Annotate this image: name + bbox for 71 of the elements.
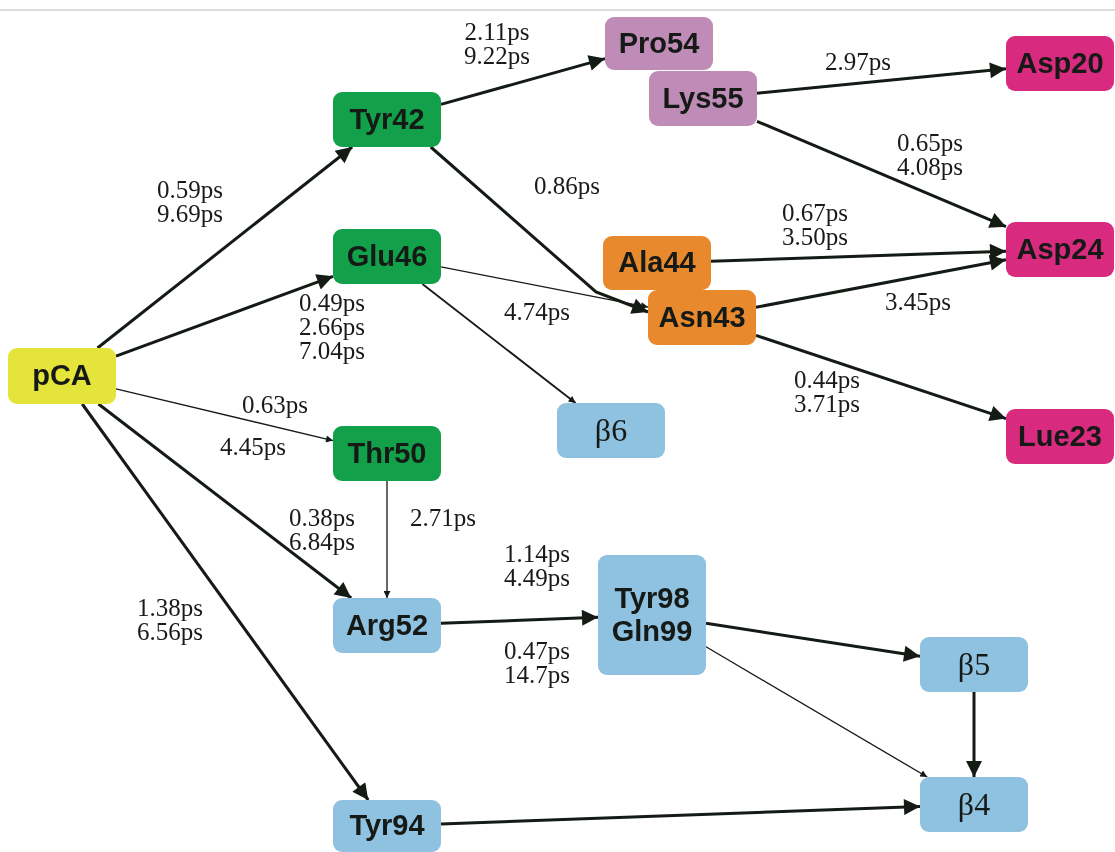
edge-label: 0.44ps 3.71ps bbox=[794, 368, 860, 416]
residue-box bbox=[557, 403, 665, 458]
arrow bbox=[756, 119, 1007, 229]
strand-label: β4 bbox=[957, 786, 991, 823]
edge-label: 0.67ps 3.50ps bbox=[782, 201, 848, 249]
residue-label: Lue23 bbox=[1018, 419, 1102, 454]
residue-label: Tyr42 bbox=[349, 102, 425, 137]
residue-box bbox=[920, 637, 1028, 692]
residue-label: Asp24 bbox=[1016, 232, 1104, 267]
residue-box bbox=[649, 71, 757, 126]
arrow bbox=[115, 388, 334, 443]
residue-box bbox=[333, 92, 441, 147]
arrow bbox=[440, 55, 606, 106]
edge-label: 1.38ps 6.56ps bbox=[137, 596, 203, 644]
arrow bbox=[440, 799, 921, 826]
edge-label: 4.74ps bbox=[504, 300, 570, 324]
edge-label: 0.49ps 2.66ps 7.04ps bbox=[299, 291, 365, 363]
arrow bbox=[966, 692, 982, 777]
edge-label: 2.11ps 9.22ps bbox=[464, 20, 530, 68]
time-label: 4.45ps bbox=[220, 435, 286, 459]
edge-label: 0.63ps bbox=[242, 393, 308, 417]
residue-box bbox=[603, 236, 711, 290]
arrow bbox=[440, 609, 599, 626]
arrow bbox=[81, 403, 370, 801]
strand-label: β6 bbox=[594, 412, 628, 449]
residue-box bbox=[333, 598, 441, 653]
arrow bbox=[97, 402, 353, 600]
arrow bbox=[429, 145, 649, 314]
arrow bbox=[710, 243, 1007, 263]
residue-box bbox=[333, 800, 441, 852]
residue-label: Asp20 bbox=[1016, 46, 1104, 81]
residue-label: Asn43 bbox=[658, 300, 746, 335]
residue-box bbox=[1006, 222, 1114, 277]
residue-label: Tyr98 Gln99 bbox=[611, 581, 693, 649]
residue-box bbox=[333, 426, 441, 481]
residue-label: Glu46 bbox=[346, 239, 428, 274]
time-label: 0.47ps 14.7ps bbox=[504, 639, 570, 687]
residue-box bbox=[333, 229, 441, 284]
edge-label: 3.45ps bbox=[885, 290, 951, 314]
residue-label: Arg52 bbox=[345, 608, 429, 643]
arrow bbox=[705, 621, 921, 662]
residue-box bbox=[1006, 409, 1114, 464]
edge-label: 1.14ps 4.49ps bbox=[504, 542, 570, 590]
residue-box bbox=[598, 555, 706, 675]
arrow bbox=[756, 62, 1007, 95]
residue-label: Lys55 bbox=[662, 81, 744, 116]
edge-label: 0.86ps bbox=[534, 174, 600, 198]
edge-label: 0.59ps 9.69ps bbox=[157, 178, 223, 226]
residue-box bbox=[920, 777, 1028, 832]
arrow bbox=[383, 480, 391, 599]
residue-box bbox=[605, 17, 713, 70]
arrow bbox=[96, 145, 354, 350]
residue-box bbox=[1006, 36, 1114, 91]
arrow bbox=[421, 283, 577, 404]
arrow bbox=[755, 334, 1007, 422]
arrow bbox=[705, 646, 928, 778]
edge-label: 0.38ps 6.84ps bbox=[289, 506, 355, 554]
residue-label: Ala44 bbox=[618, 246, 696, 280]
arrow bbox=[115, 274, 334, 358]
residue-label: Tyr94 bbox=[349, 809, 425, 843]
arrow bbox=[440, 266, 649, 310]
edge-label: 0.65ps 4.08ps bbox=[897, 131, 963, 179]
arrow bbox=[755, 254, 1007, 309]
edge-label: 2.71ps bbox=[410, 506, 476, 530]
residue-box bbox=[8, 348, 116, 404]
residue-label: Pro54 bbox=[618, 26, 700, 61]
edge-label: 2.97ps bbox=[825, 50, 891, 74]
residue-label: pCA bbox=[32, 359, 92, 393]
residue-label: Thr50 bbox=[347, 436, 427, 471]
strand-label: β5 bbox=[957, 646, 991, 683]
residue-box bbox=[648, 290, 756, 345]
